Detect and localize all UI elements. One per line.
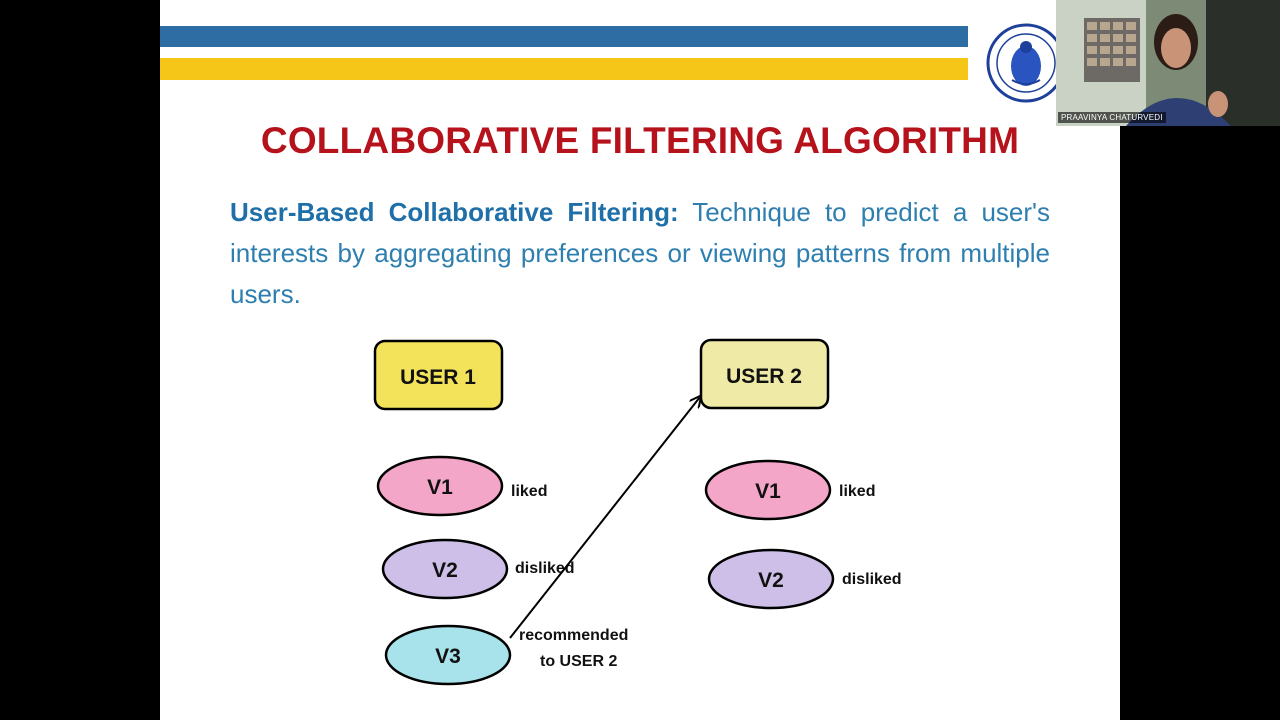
user2-v1-ellipse xyxy=(704,459,832,521)
user1-v2-status: disliked xyxy=(515,560,575,577)
header-blue-bar xyxy=(160,26,968,47)
user2-v2-ellipse xyxy=(707,548,835,610)
user1-v3-status-line1: recommended xyxy=(519,627,628,644)
user1-v3-status-line2: to USER 2 xyxy=(540,653,617,670)
user1-v3-label: V3 xyxy=(435,645,461,668)
user2-v2-status: disliked xyxy=(842,571,902,588)
description-text: Technique to predict a user's interests … xyxy=(230,197,1050,309)
user1-v1-status: liked xyxy=(511,483,547,500)
user1-v3-ellipse xyxy=(384,624,512,686)
user1-v1-ellipse xyxy=(376,455,504,517)
slide: COLLABORATIVE FILTERING ALGORITHM User-B… xyxy=(160,0,1120,720)
user1-box xyxy=(373,339,504,411)
recommendation-arrow xyxy=(509,397,700,639)
user1-v1-label: V1 xyxy=(427,476,453,499)
user2-v2-label: V2 xyxy=(758,569,784,592)
user2-label: USER 2 xyxy=(726,365,802,388)
header-yellow-bar xyxy=(160,58,968,80)
description-lead: User-Based Collaborative Filtering: xyxy=(230,197,679,227)
webcam-thumbnail: PRAAVINYA CHATURVEDI xyxy=(1056,0,1280,126)
user-based-cf-diagram: USER 1 USER 2 V1 liked V2 disliked V3 re… xyxy=(373,338,902,686)
presenter-video xyxy=(1056,0,1280,126)
user1-label: USER 1 xyxy=(400,366,476,389)
user1-v2-ellipse xyxy=(381,538,509,600)
slide-description: User-Based Collaborative Filtering: Tech… xyxy=(230,192,1050,315)
user1-v2-label: V2 xyxy=(432,559,458,582)
user2-box xyxy=(699,338,830,410)
user2-v1-label: V1 xyxy=(755,480,781,503)
slide-title: COLLABORATIVE FILTERING ALGORITHM xyxy=(260,120,1020,161)
participant-name: PRAAVINYA CHATURVEDI xyxy=(1058,112,1166,123)
user2-v1-status: liked xyxy=(839,483,875,500)
